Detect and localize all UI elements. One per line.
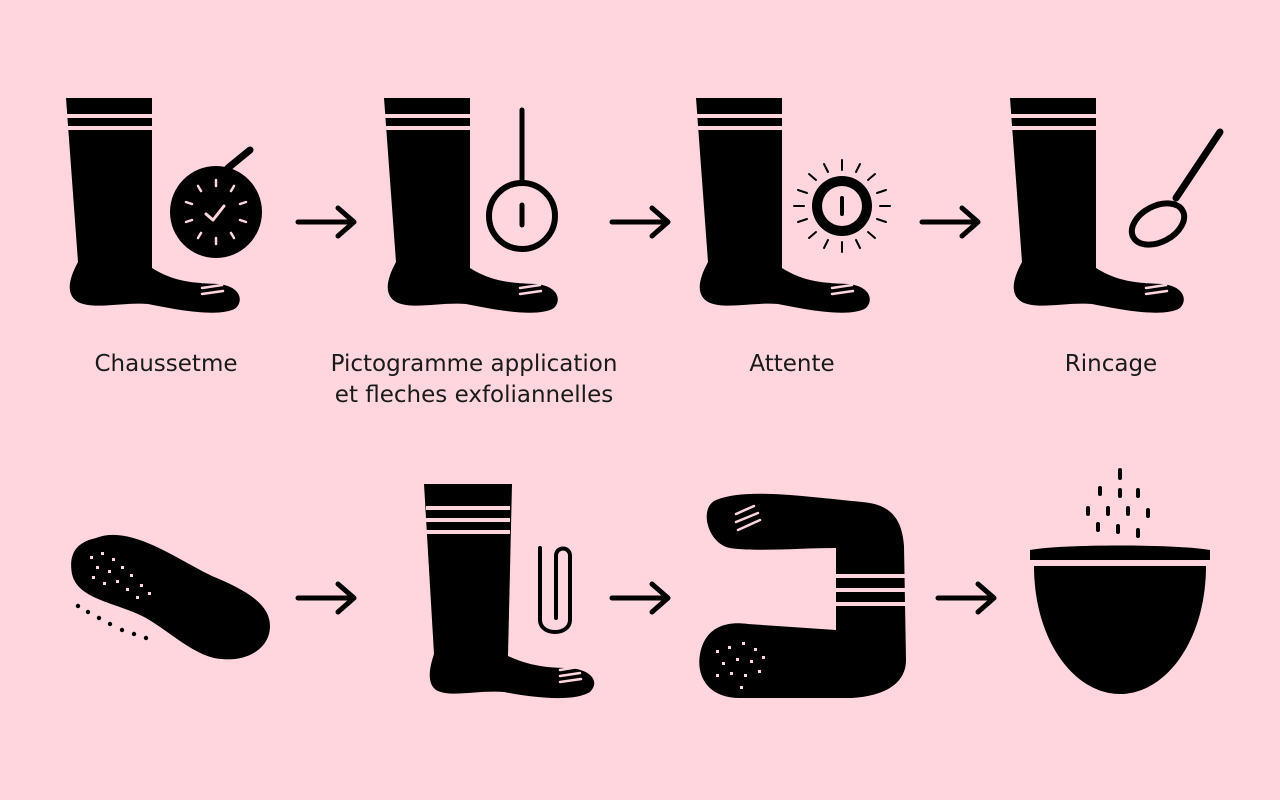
step-label-2-line-1: Pictogramme application	[330, 351, 618, 377]
arrow-right-icon	[298, 208, 354, 236]
sock-with-clip-icon	[424, 484, 595, 699]
step-label-3: Attente	[749, 349, 834, 380]
step-label-4-line-1: Rincage	[1064, 351, 1158, 377]
arrow-right-icon	[298, 584, 354, 612]
step-label-3-line-1: Attente	[749, 351, 835, 377]
arrow-right-icon	[612, 208, 668, 236]
step-label-1-line-1: Chaussetme	[94, 351, 238, 377]
step-label-2: Pictogramme application et fleches exfol…	[331, 349, 618, 411]
step-label-4: Rincage	[1065, 349, 1157, 380]
step-label-1: Chaussetme	[95, 349, 238, 380]
peeling-sole-icon	[71, 534, 270, 660]
step-label-2-line-2: et fleches exfoliannelles	[334, 382, 614, 408]
sock-with-spoon-icon	[1010, 98, 1224, 313]
arrow-right-icon	[938, 584, 994, 612]
sock-with-sun-timer-icon	[696, 98, 891, 313]
basin-with-water-drops-icon	[1030, 468, 1210, 694]
arrow-right-icon	[922, 208, 978, 236]
sock-with-magnifier-icon	[384, 98, 558, 313]
arrow-right-icon	[612, 584, 668, 612]
sock-with-gauge-icon	[66, 98, 262, 313]
bent-foot-icon	[699, 493, 908, 698]
